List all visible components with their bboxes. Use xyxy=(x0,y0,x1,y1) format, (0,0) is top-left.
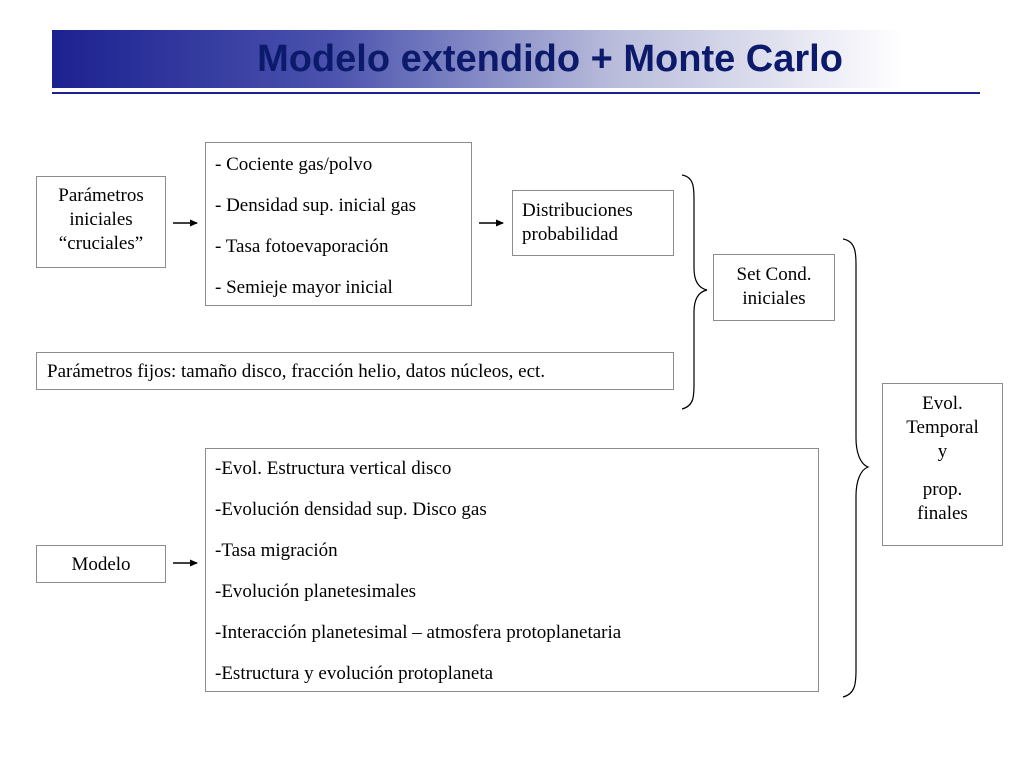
model-component-item: -Interacción planetesimal – atmosfera pr… xyxy=(215,622,622,643)
model-component-item: -Evolución planetesimales xyxy=(215,581,417,602)
model-label: Modelo xyxy=(71,554,131,575)
title-underline xyxy=(52,92,980,94)
slide-title: Modelo extendido + Monte Carlo xyxy=(257,38,843,80)
crucial-param-item: - Tasa fotoevaporación xyxy=(215,236,389,257)
crucial-param-item: - Densidad sup. inicial gas xyxy=(215,195,417,216)
model-component-item: -Evolución densidad sup. Disco gas xyxy=(215,499,487,520)
evol-line-4: prop. xyxy=(922,479,963,500)
initial-conditions-set-box: Set Cond. iniciales xyxy=(713,254,835,321)
title-band xyxy=(52,30,978,88)
evol-line-3: y xyxy=(937,441,948,462)
model-component-item: -Estructura y evolución protoplaneta xyxy=(215,663,494,684)
model-component-item: -Tasa migración xyxy=(215,540,338,561)
brace-right-outputs xyxy=(842,238,870,698)
crucial-params-list-box: - Cociente gas/polvo - Densidad sup. ini… xyxy=(205,142,472,306)
set-line-2: iniciales xyxy=(742,288,806,309)
probability-distributions-box: Distribuciones probabilidad xyxy=(512,190,674,256)
evol-line-1: Evol. xyxy=(922,393,963,414)
initial-params-line-3: “cruciales” xyxy=(58,233,144,254)
evolution-results-box: Evol. Temporal y prop. finales xyxy=(882,383,1003,546)
model-components-list-box: -Evol. Estructura vertical disco -Evoluc… xyxy=(205,448,819,692)
initial-params-line-2: iniciales xyxy=(69,209,133,230)
fixed-params-box: Parámetros fijos: tamaño disco, fracción… xyxy=(36,352,674,390)
evol-line-2: Temporal xyxy=(906,417,979,438)
distributions-line-1: Distribuciones xyxy=(522,200,633,221)
crucial-param-item: - Cociente gas/polvo xyxy=(215,154,373,175)
initial-params-line-1: Parámetros xyxy=(58,185,144,206)
brace-right-inputs xyxy=(681,174,708,410)
initial-params-box: Parámetros iniciales “cruciales” xyxy=(36,176,166,268)
distributions-line-2: probabilidad xyxy=(522,224,619,245)
fixed-params-text: Parámetros fijos: tamaño disco, fracción… xyxy=(47,361,546,382)
evol-line-5: finales xyxy=(917,503,968,524)
model-box: Modelo xyxy=(36,545,166,583)
crucial-param-item: - Semieje mayor inicial xyxy=(215,277,393,298)
set-line-1: Set Cond. xyxy=(736,264,812,285)
evol-gap xyxy=(883,464,1002,478)
model-component-item: -Evol. Estructura vertical disco xyxy=(215,458,452,479)
